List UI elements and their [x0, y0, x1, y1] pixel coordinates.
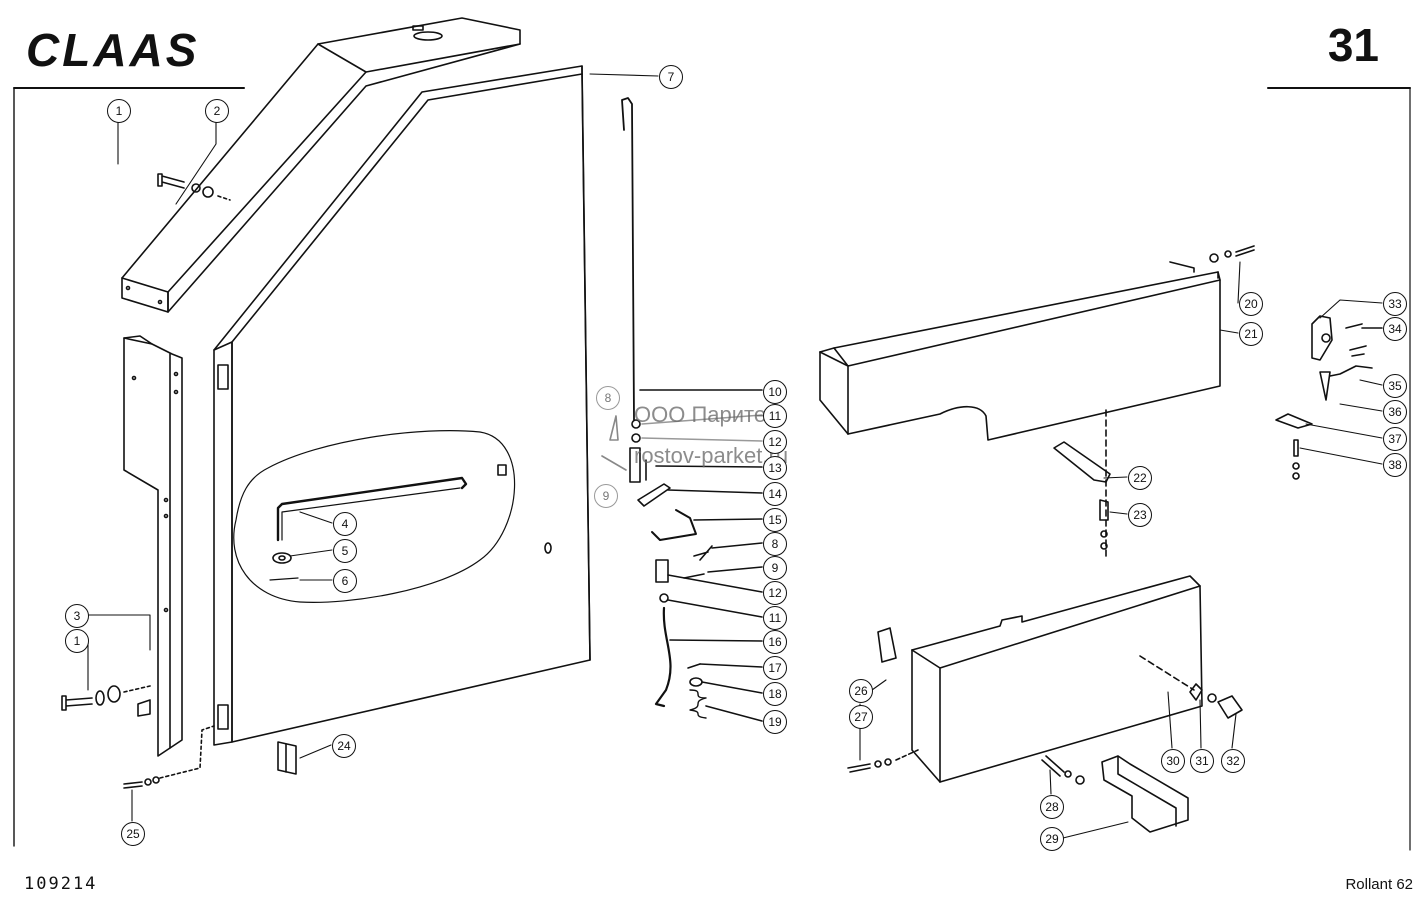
- watermark-company: ООО Паритет: [634, 402, 776, 427]
- part-number-26: 26: [849, 679, 873, 703]
- part-number-1b: 1: [65, 629, 89, 653]
- part-number-4: 4: [333, 512, 357, 536]
- side-door-panel: [213, 65, 591, 746]
- part-number-8a: 8: [596, 386, 620, 410]
- part-number-24: 24: [332, 734, 356, 758]
- lower-support-bracket: [1041, 755, 1189, 833]
- part-number-31: 31: [1190, 749, 1214, 773]
- part-number-3: 3: [65, 604, 89, 628]
- part-number-7: 7: [659, 65, 683, 89]
- watermark-url: rostov-parket.ru: [634, 443, 789, 468]
- part-number-15: 15: [763, 508, 787, 532]
- part-number-21: 21: [1239, 322, 1263, 346]
- bolt-set-lower: [61, 685, 151, 711]
- document-number: 109214: [24, 874, 98, 894]
- part-number-17: 17: [763, 656, 787, 680]
- part-number-2: 2: [205, 99, 229, 123]
- part-number-16: 16: [763, 630, 787, 654]
- lower-right-cover: [847, 575, 1243, 783]
- part-number-34: 34: [1383, 317, 1407, 341]
- part-number-12a: 12: [763, 430, 787, 454]
- part-number-11b: 11: [763, 606, 787, 630]
- rod-linkage: [601, 97, 763, 722]
- part-number-6: 6: [333, 569, 357, 593]
- part-number-10: 10: [763, 380, 787, 404]
- handle-inset-callout: [233, 430, 516, 603]
- part-number-22: 22: [1128, 466, 1152, 490]
- part-number-11a: 11: [763, 404, 787, 428]
- part-number-1a: 1: [107, 99, 131, 123]
- part-number-33: 33: [1383, 292, 1407, 316]
- frame-lines: [13, 87, 1411, 851]
- page-number: 31: [1327, 19, 1379, 71]
- part-number-19: 19: [763, 710, 787, 734]
- vertical-bracket: [123, 335, 183, 757]
- bolt-set-upper: [157, 173, 231, 201]
- part-number-18: 18: [763, 682, 787, 706]
- claas-logo: CLAAS: [26, 24, 199, 76]
- part-number-36: 36: [1383, 400, 1407, 424]
- svg-text:CLAAS: CLAAS: [26, 24, 199, 76]
- part-number-8b: 8: [763, 532, 787, 556]
- part-number-35: 35: [1383, 374, 1407, 398]
- part-number-9b: 9: [763, 556, 787, 580]
- machine-model: Rollant 62: [1345, 876, 1413, 893]
- part-number-27: 27: [849, 705, 873, 729]
- latch-assembly: [1275, 315, 1383, 480]
- part-number-14: 14: [763, 482, 787, 506]
- upper-right-cover: [819, 245, 1255, 561]
- part-number-29: 29: [1040, 827, 1064, 851]
- part-number-28: 28: [1040, 795, 1064, 819]
- part-number-20: 20: [1239, 292, 1263, 316]
- top-cap-panel: [121, 17, 521, 313]
- part-number-13: 13: [763, 456, 787, 480]
- part-number-25: 25: [121, 822, 145, 846]
- leader-lines: [87, 73, 1383, 839]
- part-number-37: 37: [1383, 427, 1407, 451]
- hinge-24: [277, 741, 297, 775]
- part-number-9a: 9: [594, 484, 618, 508]
- part-number-23: 23: [1128, 503, 1152, 527]
- part-number-12b: 12: [763, 581, 787, 605]
- part-number-30: 30: [1161, 749, 1185, 773]
- part-number-5: 5: [333, 539, 357, 563]
- bolt-set-25: [123, 725, 215, 789]
- part-number-32: 32: [1221, 749, 1245, 773]
- part-number-38: 38: [1383, 453, 1407, 477]
